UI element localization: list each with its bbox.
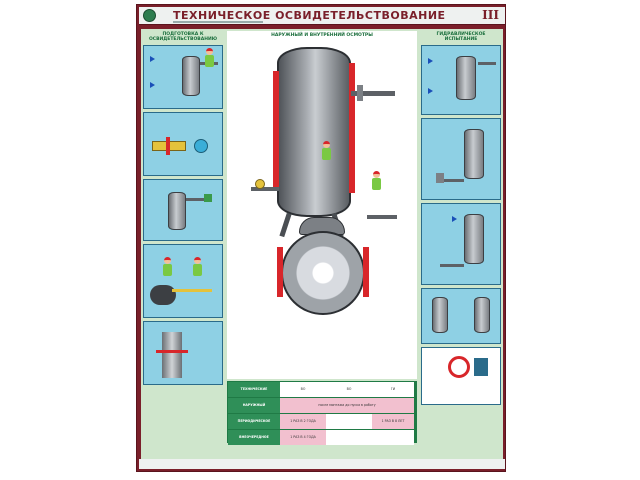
logo-icon — [143, 9, 156, 22]
table-cell: ВО — [280, 382, 326, 397]
inspection-zone-right — [349, 63, 355, 193]
poster-footer — [139, 459, 505, 469]
arrow-icon — [150, 56, 155, 62]
worker-icon — [372, 171, 381, 190]
sheet-number: III — [482, 8, 499, 22]
worker-icon — [193, 257, 202, 276]
valve-icon — [204, 194, 212, 202]
arrow-icon — [428, 58, 433, 64]
table-cell: ТЕХНИЧЕСКИЕ — [228, 382, 280, 397]
hydro-step-3 — [421, 203, 501, 285]
inlet-pipe-shape — [251, 187, 279, 191]
table-cell: ВО — [326, 382, 372, 397]
inspection-zone-bottom — [277, 247, 283, 297]
prep-step-4 — [143, 244, 223, 318]
inspection-zone-bottom — [363, 247, 369, 297]
gasket-shape — [156, 350, 188, 353]
vessel-icon — [474, 297, 490, 333]
outlet-pipe-shape — [351, 91, 395, 96]
valve-icon — [255, 179, 265, 189]
right-column: ГИДРАВЛИЧЕСКОЕ ИСПЫТАНИЕ — [421, 31, 501, 435]
table-cell: 1 РАЗ В 8 ЛЕТ — [372, 414, 414, 429]
inspection-schedule-table: ТЕХНИЧЕСКИЕ ВО ВО ГИ НАРУЖНЫЙ после монт… — [227, 381, 417, 445]
vessel-icon — [182, 56, 200, 96]
worker-icon — [322, 141, 331, 160]
hydro-step-1 — [421, 45, 501, 115]
hydro-step-5 — [421, 347, 501, 405]
vessel-icon — [277, 47, 351, 217]
prep-step-2 — [143, 112, 223, 176]
manhole-section-shape — [281, 231, 365, 315]
table-cell: ПЕРИОДИЧЕСКОЕ — [228, 414, 280, 429]
arrow-icon — [452, 216, 457, 222]
table-cell — [372, 430, 414, 445]
pipe-shape — [186, 198, 210, 201]
prep-step-3 — [143, 179, 223, 241]
hydro-step-2 — [421, 118, 501, 200]
poster-header: ТЕХНИЧЕСКОЕ ОСВИДЕТЕЛЬСТВОВАНИЕ III — [139, 7, 505, 25]
hydro-step-4 — [421, 288, 501, 344]
table-cell: 1 РАЗ В 4 ГОДА — [280, 430, 326, 445]
left-column: ПОДГОТОВКА К ОСВИДЕТЕЛЬСТВОВАНИЮ — [143, 31, 223, 435]
prep-step-1 — [143, 45, 223, 109]
valve-icon — [357, 85, 363, 101]
vessel-icon — [456, 56, 476, 100]
prohibited-icon — [448, 356, 470, 378]
poster: ТЕХНИЧЕСКОЕ ОСВИДЕТЕЛЬСТВОВАНИЕ III ПОДГ… — [136, 4, 506, 472]
table-cell: после монтажа до пуска в работу — [280, 398, 414, 413]
poster-body: ПОДГОТОВКА К ОСВИДЕТЕЛЬСТВОВАНИЮ — [141, 29, 503, 469]
vessel-icon — [432, 297, 448, 333]
table-cell: ГИ — [372, 382, 414, 397]
support-leg-shape — [279, 212, 292, 238]
pipe-shape — [478, 62, 496, 65]
hammer-icon — [474, 358, 488, 376]
inspection-zone-left — [273, 71, 279, 191]
table-cell — [326, 414, 372, 429]
poster-title: ТЕХНИЧЕСКОЕ ОСВИДЕТЕЛЬСТВОВАНИЕ — [173, 9, 446, 22]
table-row: ПЕРИОДИЧЕСКОЕ 1 РАЗ В 2 ГОДА 1 РАЗ В 8 Л… — [228, 414, 416, 429]
gauge-icon — [194, 139, 208, 153]
subtitle-line — [173, 21, 263, 23]
worker-icon — [163, 257, 172, 276]
vessel-icon — [464, 214, 484, 264]
prep-step-5 — [143, 321, 223, 385]
valve-body-shape — [162, 332, 182, 378]
table-row: НАРУЖНЫЙ после монтажа до пуска в работу — [228, 398, 416, 413]
worker-icon — [205, 48, 214, 67]
vessel-icon — [464, 129, 484, 179]
rod-shape — [172, 289, 212, 292]
table-row: ВНЕОЧЕРЕДНОЕ 1 РАЗ В 4 ГОДА — [228, 430, 416, 445]
pipe-shape — [440, 264, 464, 267]
table-cell: ВНЕОЧЕРЕДНОЕ — [228, 430, 280, 445]
blank-plate-shape — [166, 137, 170, 155]
pump-shape — [436, 173, 444, 183]
arrow-icon — [150, 82, 155, 88]
middle-column-title: НАРУЖНЫЙ И ВНУТРЕННИЙ ОСМОТРЫ — [271, 33, 373, 38]
left-column-title: ПОДГОТОВКА К ОСВИДЕТЕЛЬСТВОВАНИЮ — [148, 32, 218, 42]
table-cell: 1 РАЗ В 2 ГОДА — [280, 414, 326, 429]
middle-column: НАРУЖНЫЙ И ВНУТРЕННИЙ ОСМОТРЫ — [227, 31, 417, 379]
arrow-icon — [428, 88, 433, 94]
vessel-hatch-shape — [150, 285, 176, 305]
table-row: ТЕХНИЧЕСКИЕ ВО ВО ГИ — [228, 382, 416, 397]
table-cell: НАРУЖНЫЙ — [228, 398, 280, 413]
table-cell — [326, 430, 372, 445]
vessel-icon — [168, 192, 186, 230]
right-column-title: ГИДРАВЛИЧЕСКОЕ ИСПЫТАНИЕ — [436, 32, 486, 42]
drain-pipe-shape — [367, 215, 397, 219]
pipe-shape — [440, 179, 464, 182]
